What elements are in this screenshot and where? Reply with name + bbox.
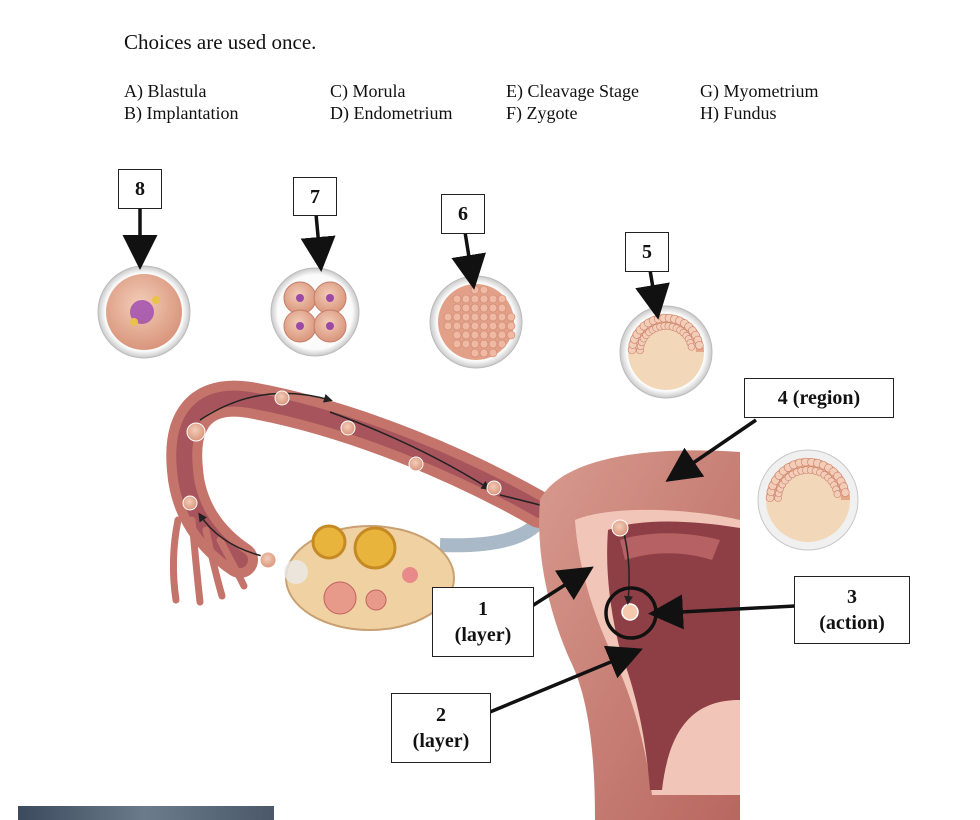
cell-texture-dot <box>695 340 704 350</box>
choice-a: A) Blastula <box>124 81 207 101</box>
cell-texture-dot <box>488 303 498 313</box>
arrow-3 <box>648 594 796 630</box>
cell-texture-dot <box>833 490 842 498</box>
cell-texture-dot <box>470 348 480 358</box>
cell-texture-dot <box>488 348 498 358</box>
cell-texture-dot <box>470 321 480 331</box>
cell-texture-dot <box>452 303 462 313</box>
cell-texture-dot <box>479 312 489 322</box>
cell-texture-dot <box>452 321 462 331</box>
cell-texture-dot <box>479 348 489 358</box>
blastula-cell <box>619 305 713 399</box>
cell-texture-dot <box>479 330 489 340</box>
zygote-cell <box>97 265 191 359</box>
cell-texture-dot <box>461 330 471 340</box>
cell-texture-dot <box>488 312 498 322</box>
cell-texture-dot <box>470 312 480 322</box>
ovary <box>284 515 546 631</box>
label-1-hint: (layer) <box>454 624 512 646</box>
cell-texture-dot <box>840 488 850 497</box>
cell-texture-dot <box>461 294 471 304</box>
label-3: 3 (action) <box>794 576 910 644</box>
arrow-6 <box>451 231 486 290</box>
label-3-hint: (action) <box>819 612 885 634</box>
thumbnail-image <box>18 806 274 820</box>
cell-texture-dot <box>497 321 507 331</box>
label-2-number: 2 <box>436 704 446 726</box>
cell-texture-dot <box>488 294 498 304</box>
blastocyst-detail <box>757 449 859 551</box>
cell-texture-dot <box>452 339 462 349</box>
choice-c: C) Morula <box>330 81 406 101</box>
cell-texture-dot <box>687 343 696 351</box>
cell-texture-dot <box>461 312 471 322</box>
cell-texture-dot <box>461 321 471 331</box>
cell-texture-dot <box>506 312 516 322</box>
choices-column-3: E) Cleavage Stage F) Zygote <box>506 80 639 124</box>
cell-texture-dot <box>479 321 489 331</box>
label-8: 8 <box>118 169 162 209</box>
cell-texture-dot <box>497 330 507 340</box>
morula-cell <box>429 275 523 369</box>
label-4: 4 (region) <box>744 378 894 418</box>
cell-texture-dot <box>452 312 462 322</box>
cell-texture-dot <box>488 339 498 349</box>
cell-texture-dot <box>470 330 480 340</box>
implantation-circle <box>604 586 658 640</box>
cell-texture-dot <box>443 321 453 331</box>
cell-texture-dot <box>506 321 516 331</box>
cell-texture-dot <box>470 303 480 313</box>
choice-h: H) Fundus <box>700 103 777 123</box>
label-5: 5 <box>625 232 669 272</box>
cleavage-cell <box>270 267 360 357</box>
cell-texture-dot <box>452 330 462 340</box>
instruction-text: Choices are used once. <box>124 30 317 54</box>
cell-texture-dot <box>479 339 489 349</box>
choices-column-1: A) Blastula B) Implantation <box>124 80 238 124</box>
cell-texture-dot <box>461 303 471 313</box>
label-7: 7 <box>293 177 337 216</box>
cell-texture-dot <box>506 330 516 340</box>
cell-texture-dot <box>488 321 498 331</box>
label-6: 6 <box>441 194 485 234</box>
cell-texture-dot <box>479 294 489 304</box>
choice-b: B) Implantation <box>124 103 239 123</box>
cell-texture-dot <box>497 312 507 322</box>
cell-texture-dot <box>497 294 507 304</box>
arrow-4 <box>665 418 757 482</box>
cell-texture-dot <box>479 303 489 313</box>
fallopian-tube <box>166 380 615 606</box>
choice-g: G) Myometrium <box>700 81 819 101</box>
cell-texture-dot <box>443 312 453 322</box>
label-2: 2 (layer) <box>391 693 491 763</box>
choices-column-2: C) Morula D) Endometrium <box>330 80 452 124</box>
arrow-7 <box>300 213 336 272</box>
cell-texture-dot <box>488 330 498 340</box>
label-1: 1 (layer) <box>432 587 534 657</box>
cell-texture-dot <box>470 294 480 304</box>
cell-texture-dot <box>470 285 480 295</box>
arrow-5 <box>635 269 670 320</box>
cell-texture-dot <box>479 285 489 295</box>
cell-texture-dot <box>452 294 462 304</box>
cell-texture-dot <box>470 339 480 349</box>
cell-texture-dot <box>461 339 471 349</box>
choices-column-4: G) Myometrium H) Fundus <box>700 80 819 124</box>
label-3-number: 3 <box>847 586 857 608</box>
choice-f: F) Zygote <box>506 103 578 123</box>
label-2-hint: (layer) <box>412 730 470 752</box>
arrow-1 <box>531 566 594 608</box>
cell-texture-dot <box>497 303 507 313</box>
choice-e: E) Cleavage Stage <box>506 81 639 101</box>
label-1-number: 1 <box>478 598 488 620</box>
arrow-2 <box>489 645 643 714</box>
cell-texture-dot <box>497 339 507 349</box>
choice-d: D) Endometrium <box>330 103 453 123</box>
